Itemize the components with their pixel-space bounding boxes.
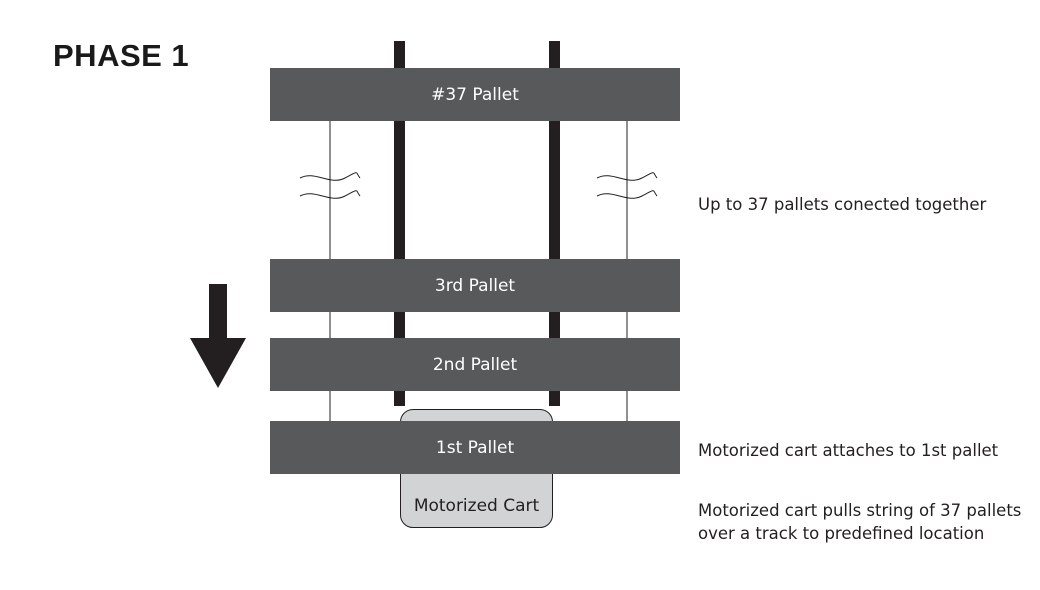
phase-title: PHASE 1: [53, 38, 190, 73]
note-attaches: Motorized cart attaches to 1st pallet: [698, 441, 999, 460]
direction-arrow-icon: [190, 284, 246, 388]
note-connected: Up to 37 pallets conected together: [698, 195, 987, 214]
pallet-37-label: #37 Pallet: [431, 84, 519, 105]
pallet-3: 3rd Pallet: [270, 259, 680, 312]
pallet-2-label: 2nd Pallet: [432, 354, 518, 375]
note-pulls-line2: over a track to predefined location: [698, 524, 985, 543]
pallet-37: #37 Pallet: [270, 68, 680, 121]
track-rail-right: [549, 41, 560, 406]
pallet-3-label: 3rd Pallet: [434, 275, 516, 296]
track-rail-left: [394, 41, 405, 406]
pallet-2: 2nd Pallet: [270, 338, 680, 391]
break-mark-right: [596, 172, 658, 199]
note-pulls-line1: Motorized cart pulls string of 37 pallet…: [698, 501, 1022, 520]
pallet-1-label: 1st Pallet: [435, 437, 515, 458]
break-mark-left: [299, 172, 361, 199]
pallet-1: 1st Pallet: [270, 421, 680, 474]
motorized-cart-label: Motorized Cart: [413, 496, 540, 516]
